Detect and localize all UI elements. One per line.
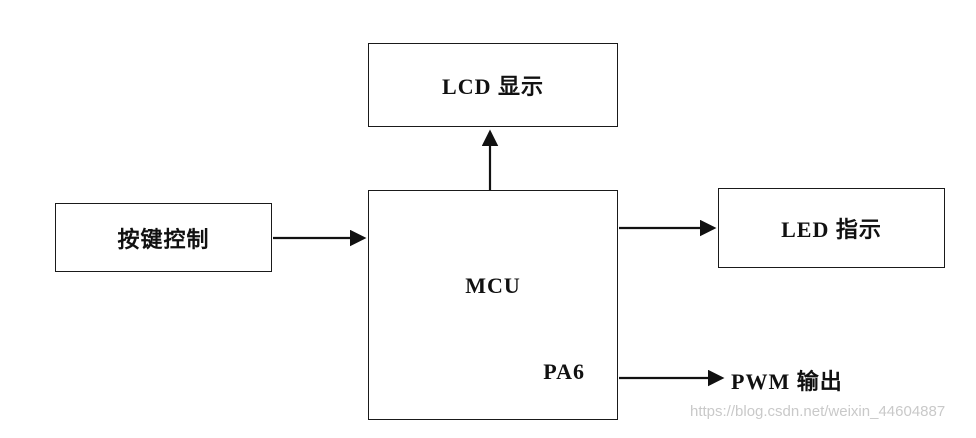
led-indicator-box: LED 指示 — [718, 188, 945, 268]
mcu-box: MCU PA6 — [368, 190, 618, 420]
led-indicator-label: LED 指示 — [781, 217, 882, 242]
keypad-control-box: 按键控制 — [55, 203, 272, 272]
keypad-control-label: 按键控制 — [117, 226, 210, 252]
pwm-output-label: PWM 输出 — [731, 369, 843, 394]
lcd-display-box: LCD 显示 — [368, 43, 618, 127]
watermark-text: https://blog.csdn.net/weixin_44604887 — [690, 403, 946, 420]
lcd-display-label: LCD 显示 — [442, 74, 544, 99]
mcu-label: MCU — [465, 273, 521, 298]
mcu-pin-pa6-label: PA6 — [543, 359, 585, 384]
